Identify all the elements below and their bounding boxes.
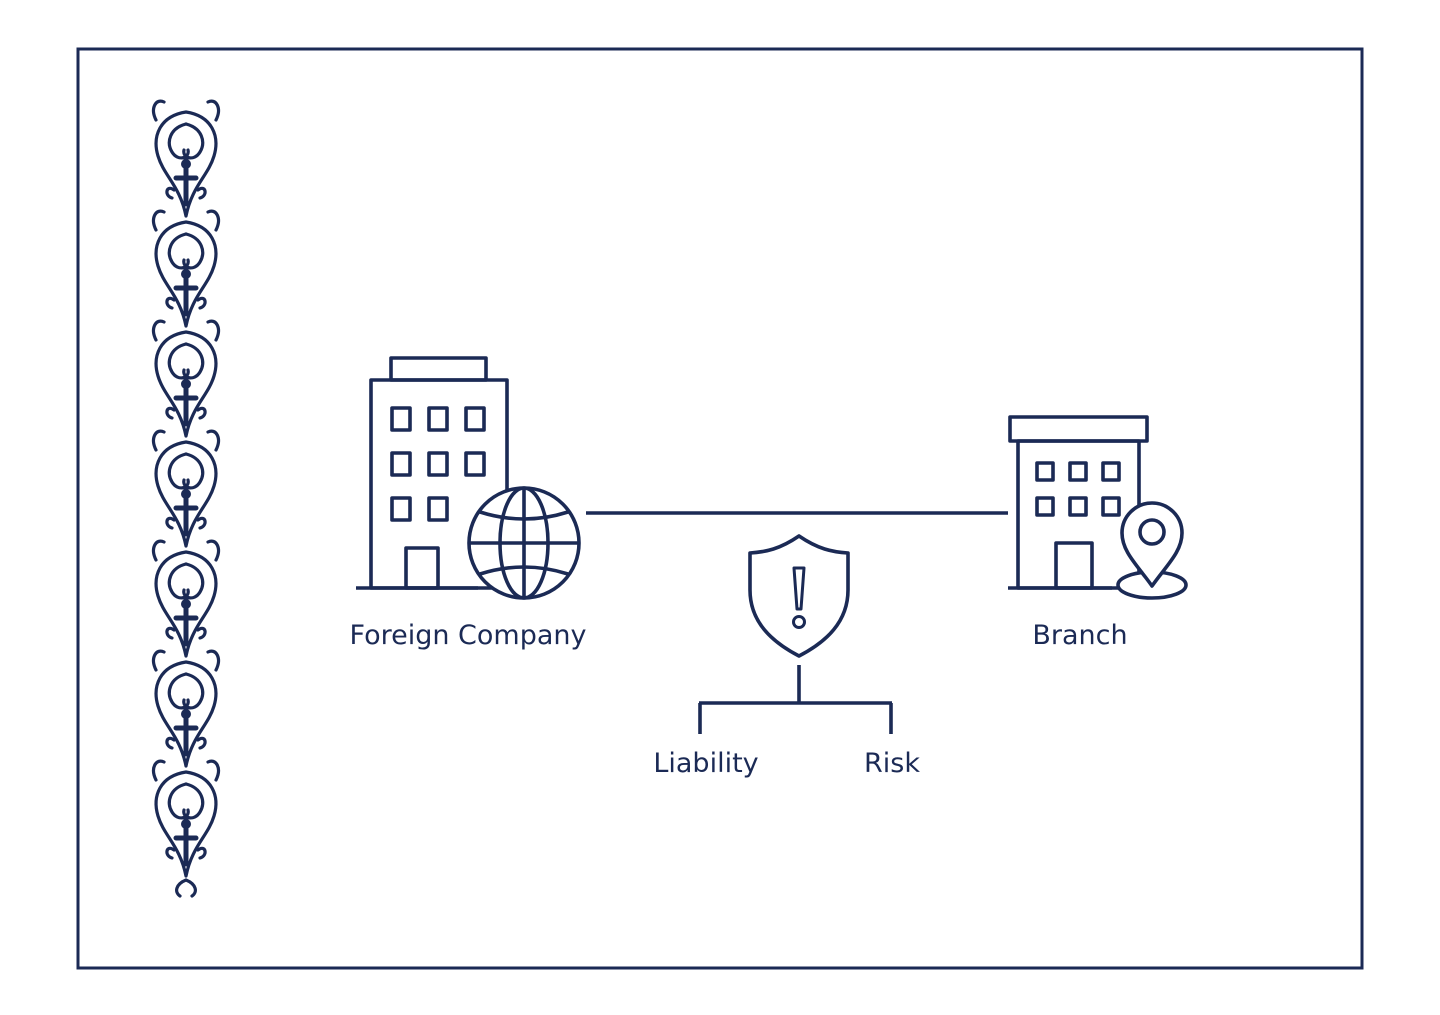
shield-warning-icon <box>748 534 850 658</box>
ornamental-border-icon <box>154 101 219 898</box>
outer-frame <box>76 47 1364 970</box>
location-pin-icon <box>1116 501 1188 600</box>
globe-icon <box>467 486 581 600</box>
branch-building-icon <box>1008 415 1149 590</box>
foreign-company-label: Foreign Company <box>349 620 587 651</box>
risk-label: Risk <box>864 748 920 779</box>
liability-label: Liability <box>653 748 759 779</box>
office-building-icon <box>356 356 509 590</box>
branch-label: Branch <box>1032 620 1128 651</box>
tree-connector <box>698 665 893 734</box>
